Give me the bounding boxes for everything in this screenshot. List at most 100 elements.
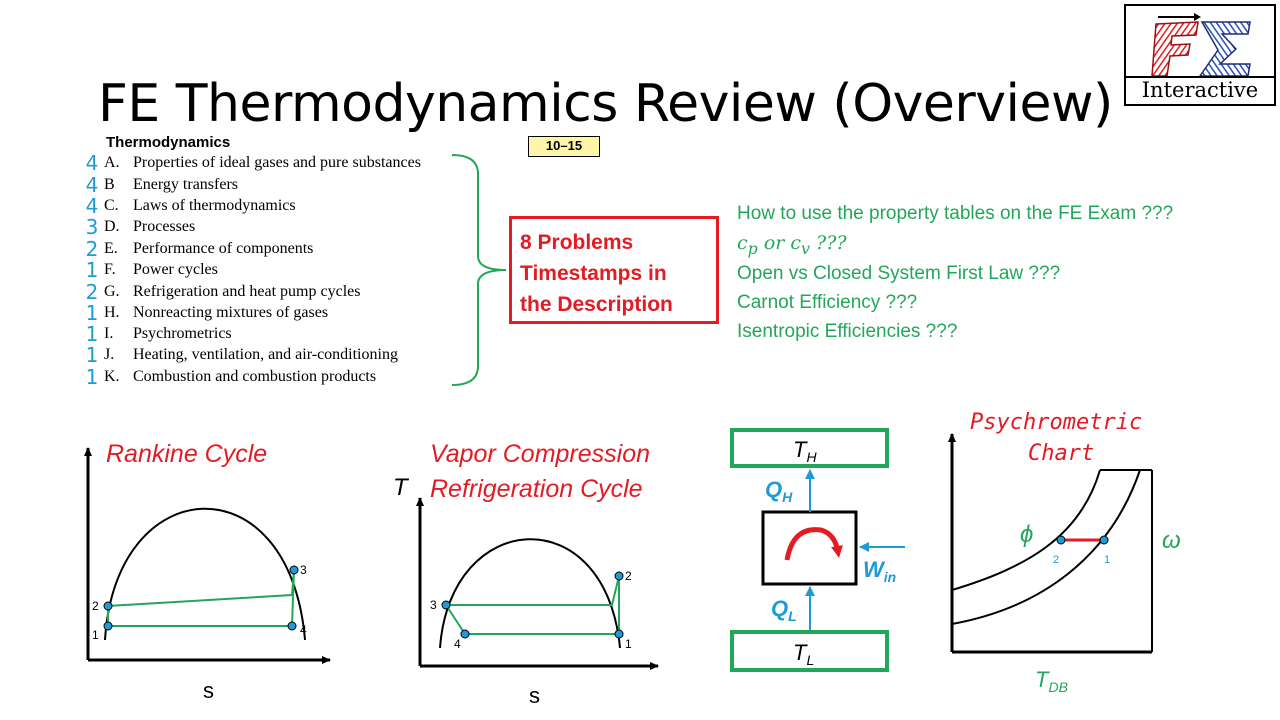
state-label: 2 <box>1053 554 1059 566</box>
topic-name: Properties of ideal gases and pure subst… <box>133 154 421 171</box>
state-label: 3 <box>430 598 437 612</box>
phi-label: ϕ <box>1020 521 1033 548</box>
topic-heading: Thermodynamics <box>106 134 231 151</box>
tdb-label: TDB <box>1035 667 1068 695</box>
note-first-law: Open vs Closed System First Law ??? <box>737 263 1061 284</box>
cp-subscript: p <box>747 238 758 258</box>
topic-letter: A. <box>104 154 120 171</box>
saturation-curve <box>951 469 1101 591</box>
ql-label: QL <box>771 596 797 624</box>
problems-callout-line: 8 Problems <box>520 231 634 254</box>
omega-label: ω <box>1162 527 1181 554</box>
topic-letter: F. <box>104 261 116 278</box>
tl-label: TL <box>793 640 814 668</box>
state-label: 3 <box>300 563 307 577</box>
low-temp-reservoir <box>730 630 889 672</box>
topic-count: 3 <box>85 215 99 239</box>
topic-name: Energy transfers <box>133 176 238 193</box>
rankine-title: Rankine Cycle <box>106 440 268 468</box>
topic-count: 2 <box>85 280 99 304</box>
state-point <box>614 571 624 581</box>
page-title: FE Thermodynamics Review (Overview) <box>98 74 1113 134</box>
th-label: TH <box>793 437 817 465</box>
cycle-path <box>445 575 620 635</box>
topic-count: 1 <box>85 365 99 389</box>
topic-name: Processes <box>133 218 196 235</box>
topic-letter: D. <box>104 218 120 235</box>
topic-name: Psychrometrics <box>133 325 232 342</box>
topic-count: 4 <box>85 151 99 175</box>
state-point <box>1056 535 1066 545</box>
saturation-dome <box>439 538 621 649</box>
rankine-diagram: 1 2 3 4 s <box>84 447 331 703</box>
topic-letter: G. <box>104 283 120 300</box>
note-isentropic: Isentropic Efficiencies ??? <box>737 321 958 342</box>
qh-label: QH <box>765 477 793 505</box>
state-point <box>441 600 451 610</box>
topic-name: Nonreacting mixtures of gases <box>133 304 329 321</box>
question-marks: ??? <box>810 232 847 254</box>
topic-count: 2 <box>85 237 99 261</box>
psychrometric-chart: 2 1 ϕ ω TDB <box>948 433 1181 695</box>
state-label: 1 <box>1104 554 1110 566</box>
topic-letter: H. <box>104 304 120 321</box>
win-label: Win <box>863 557 896 585</box>
topic-letter: B <box>104 176 115 193</box>
t-axis-label: T <box>393 474 410 501</box>
state-label: 1 <box>625 637 632 651</box>
cv-subscript: v <box>801 238 810 258</box>
topic-count: 1 <box>85 258 99 282</box>
high-temp-reservoir <box>730 428 889 468</box>
state-point <box>460 629 470 639</box>
heat-pump-schematic: TH TL QH QL Win <box>730 428 905 672</box>
or-cv-text: or c <box>757 232 802 254</box>
fe-sigma-logo-icon <box>1151 13 1251 77</box>
topic-count: 1 <box>85 343 99 367</box>
topic-letter: E. <box>104 240 118 257</box>
vapor-title-line2: Refrigeration Cycle <box>430 475 643 503</box>
state-point <box>103 621 113 631</box>
state-label: 4 <box>454 637 461 651</box>
s-axis-label: s <box>529 683 540 708</box>
topic-brace <box>451 154 507 386</box>
topic-count: 1 <box>85 322 99 346</box>
psychro-title-line1: Psychrometric <box>970 410 1143 435</box>
topic-count: 1 <box>85 301 99 325</box>
topic-name: Power cycles <box>133 261 218 278</box>
topic-letter: C. <box>104 197 119 214</box>
cycle-path <box>107 569 295 627</box>
vapor-title-line1: Vapor Compression <box>430 440 651 468</box>
note-cp-cv: cp or cv ??? <box>737 232 847 258</box>
topic-name: Laws of thermodynamics <box>133 197 296 214</box>
topic-name: Performance of components <box>133 240 314 257</box>
note-property-tables: How to use the property tables on the FE… <box>737 203 1174 224</box>
topic-letter: I. <box>104 325 114 342</box>
vapor-diagram: 1 2 3 4 T s <box>393 474 659 708</box>
state-point <box>1099 535 1109 545</box>
topic-name: Combustion and combustion products <box>133 368 377 385</box>
state-point <box>103 601 113 611</box>
humidity-curve <box>951 469 1141 625</box>
state-point <box>614 629 624 639</box>
topic-count: 4 <box>85 173 99 197</box>
state-label: 2 <box>625 569 632 583</box>
problems-callout-line: the Description <box>520 293 673 316</box>
problem-range-badge: 10–15 <box>528 136 600 157</box>
s-axis-label: s <box>203 678 214 703</box>
logo-label: Interactive <box>1126 76 1274 104</box>
psychro-title-line2: Chart <box>1028 441 1095 466</box>
state-point <box>287 621 297 631</box>
state-label: 1 <box>92 628 99 642</box>
problems-callout: 8 Problems Timestamps in the Description <box>509 216 719 324</box>
device-box <box>761 510 858 586</box>
topic-letter: J. <box>104 346 115 363</box>
topic-letter: K. <box>104 368 120 385</box>
note-carnot: Carnot Efficiency ??? <box>737 292 918 313</box>
topic-name: Refrigeration and heat pump cycles <box>133 283 361 300</box>
topic-count: 4 <box>85 194 99 218</box>
fe-interactive-logo: Interactive <box>1124 4 1276 106</box>
state-label: 2 <box>92 599 99 613</box>
state-label: 4 <box>300 623 307 637</box>
problems-callout-line: Timestamps in <box>520 262 667 285</box>
cycle-arrow-icon <box>784 527 843 561</box>
